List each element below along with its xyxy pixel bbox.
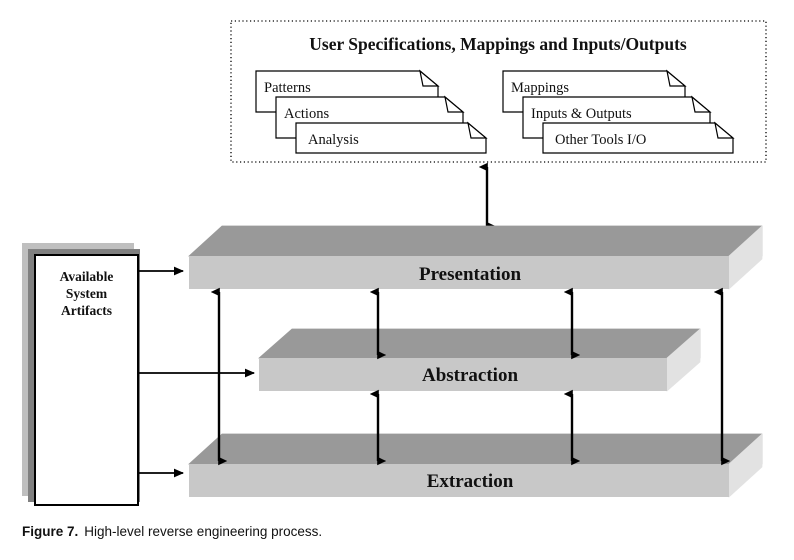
spec-panel-title: User Specifications, Mappings and Inputs… xyxy=(309,34,687,54)
artifacts-label-line2: System xyxy=(66,286,108,301)
artifacts-label-line3: Artifacts xyxy=(61,303,112,318)
document-card-mappings-label: Mappings xyxy=(511,80,569,96)
document-card-analysis-label: Analysis xyxy=(308,132,359,148)
abstraction-label: Abstraction xyxy=(422,365,518,386)
document-card-inputs-outputs-label: Inputs & Outputs xyxy=(531,106,632,122)
figure-caption: Figure 7. High-level reverse engineering … xyxy=(22,524,322,539)
document-card-inputs-outputs-fold-icon xyxy=(691,95,712,113)
artifacts-label-line1: Available xyxy=(60,269,114,284)
presentation-front-face xyxy=(189,256,729,289)
document-card-actions-label: Actions xyxy=(284,106,329,122)
layer-box-extraction[interactable]: Extraction xyxy=(188,433,763,498)
abstraction-top-face xyxy=(258,328,701,359)
extraction-top-face xyxy=(188,433,763,465)
document-card-other-tools-io-label: Other Tools I/O xyxy=(555,132,646,148)
document-card-analysis-body xyxy=(295,122,487,154)
extraction-label: Extraction xyxy=(427,471,514,492)
document-card-patterns-fold-icon xyxy=(419,69,440,87)
layer-box-abstraction[interactable]: Abstraction xyxy=(258,328,701,392)
presentation-label: Presentation xyxy=(419,264,521,285)
document-card-analysis[interactable]: Analysis xyxy=(295,121,488,154)
presentation-top-face xyxy=(188,225,763,257)
available-system-artifacts-box[interactable]: Available System Artifacts xyxy=(22,243,140,506)
document-card-other-tools-io-body xyxy=(542,122,734,154)
document-card-other-tools-io[interactable]: Other Tools I/O xyxy=(542,121,735,154)
figure-caption-label: Figure 7. xyxy=(22,524,79,539)
extraction-front-face xyxy=(189,464,729,497)
artifacts-box-body xyxy=(34,254,139,506)
document-card-patterns-label: Patterns xyxy=(264,80,311,96)
document-card-actions-fold-icon xyxy=(444,95,465,113)
document-card-analysis-fold-icon xyxy=(467,121,488,139)
figure-caption-text: High-level reverse engineering process. xyxy=(84,524,323,539)
abstraction-front-face xyxy=(259,358,667,391)
layer-box-presentation[interactable]: Presentation xyxy=(188,225,763,290)
document-card-other-tools-io-fold-icon xyxy=(714,121,735,139)
document-card-mappings-fold-icon xyxy=(666,69,687,87)
